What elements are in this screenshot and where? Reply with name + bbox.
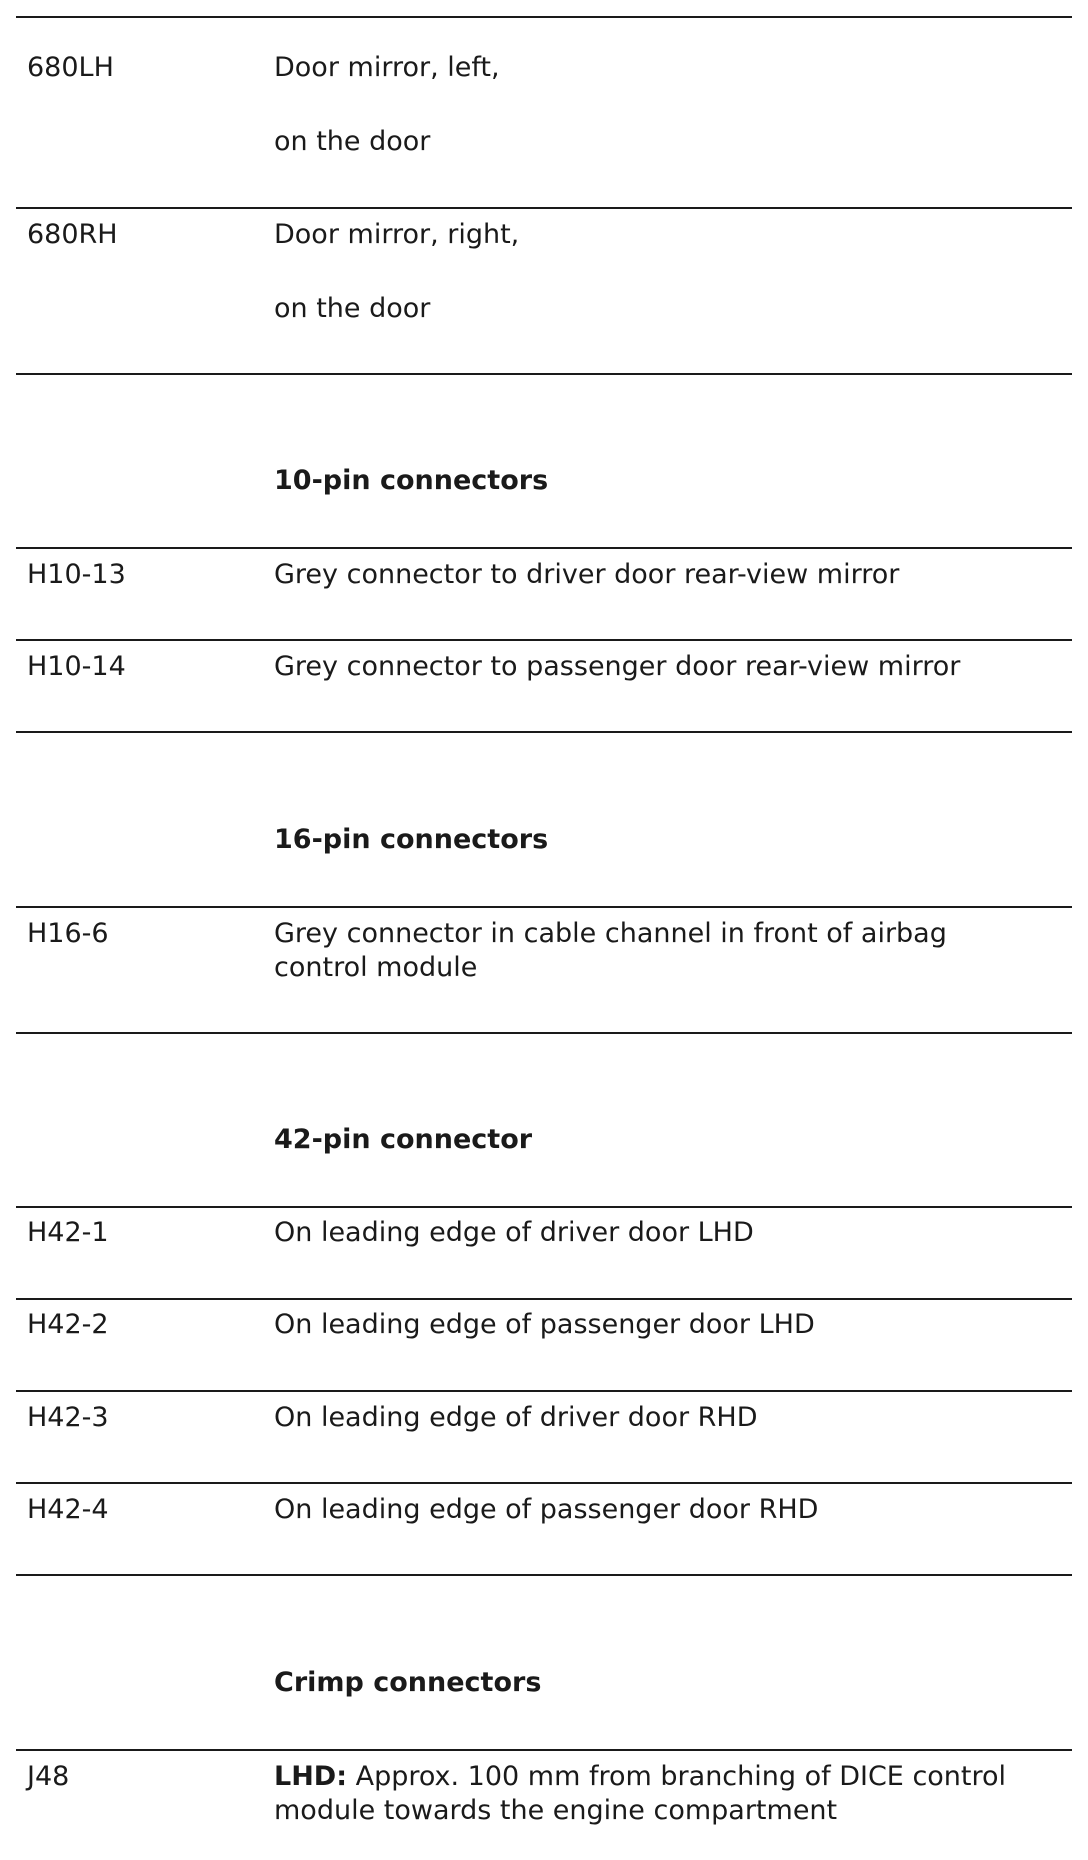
table-rule bbox=[16, 1390, 1072, 1392]
row-desc: LHD: Approx. 100 mm from branching of DI… bbox=[274, 1760, 1006, 1794]
row-desc: Door mirror, right, bbox=[274, 219, 520, 250]
row-desc-text: Approx. 100 mm from branching of DICE co… bbox=[347, 1761, 1007, 1792]
table-rule bbox=[16, 639, 1072, 641]
row-desc: On leading edge of passenger door RHD bbox=[274, 1494, 819, 1525]
row-desc: Grey connector in cable channel in front… bbox=[274, 918, 947, 949]
row-code: 680LH bbox=[27, 52, 114, 83]
row-desc: module towards the engine compartment bbox=[274, 1795, 838, 1826]
row-desc: On leading edge of driver door LHD bbox=[274, 1217, 754, 1248]
table-rule bbox=[16, 1032, 1072, 1034]
table-rule bbox=[16, 16, 1072, 18]
table-rule bbox=[16, 373, 1072, 375]
row-desc: control module bbox=[274, 952, 478, 983]
row-code: H10-14 bbox=[27, 651, 126, 682]
row-desc: on the door bbox=[274, 126, 431, 157]
section-heading: 10-pin connectors bbox=[274, 465, 549, 496]
row-desc: On leading edge of driver door RHD bbox=[274, 1402, 758, 1433]
row-desc: On leading edge of passenger door LHD bbox=[274, 1309, 815, 1340]
table-rule bbox=[16, 906, 1072, 908]
table-rule bbox=[16, 731, 1072, 733]
row-code: H10-13 bbox=[27, 559, 126, 590]
row-desc: on the door bbox=[274, 293, 431, 324]
section-heading: Crimp connectors bbox=[274, 1667, 542, 1698]
row-desc: Grey connector to passenger door rear-vi… bbox=[274, 651, 961, 682]
row-code: H16-6 bbox=[27, 918, 109, 949]
table-rule bbox=[16, 1574, 1072, 1576]
table-rule bbox=[16, 207, 1072, 209]
row-code: H42-3 bbox=[27, 1402, 109, 1433]
table-rule bbox=[16, 1749, 1072, 1751]
table-rule bbox=[16, 1482, 1072, 1484]
section-heading: 42-pin connector bbox=[274, 1124, 533, 1155]
row-desc-bold-prefix: LHD: bbox=[274, 1761, 348, 1792]
table-rule bbox=[16, 1206, 1072, 1208]
row-code: 680RH bbox=[27, 219, 118, 250]
section-heading: 16-pin connectors bbox=[274, 824, 549, 855]
row-code: H42-1 bbox=[27, 1217, 109, 1248]
table-rule bbox=[16, 1298, 1072, 1300]
row-desc: Grey connector to driver door rear-view … bbox=[274, 559, 900, 590]
row-code: H42-2 bbox=[27, 1309, 109, 1340]
row-code: J48 bbox=[27, 1761, 70, 1792]
table-rule bbox=[16, 547, 1072, 549]
row-code: H42-4 bbox=[27, 1494, 109, 1525]
row-desc: Door mirror, left, bbox=[274, 52, 500, 83]
